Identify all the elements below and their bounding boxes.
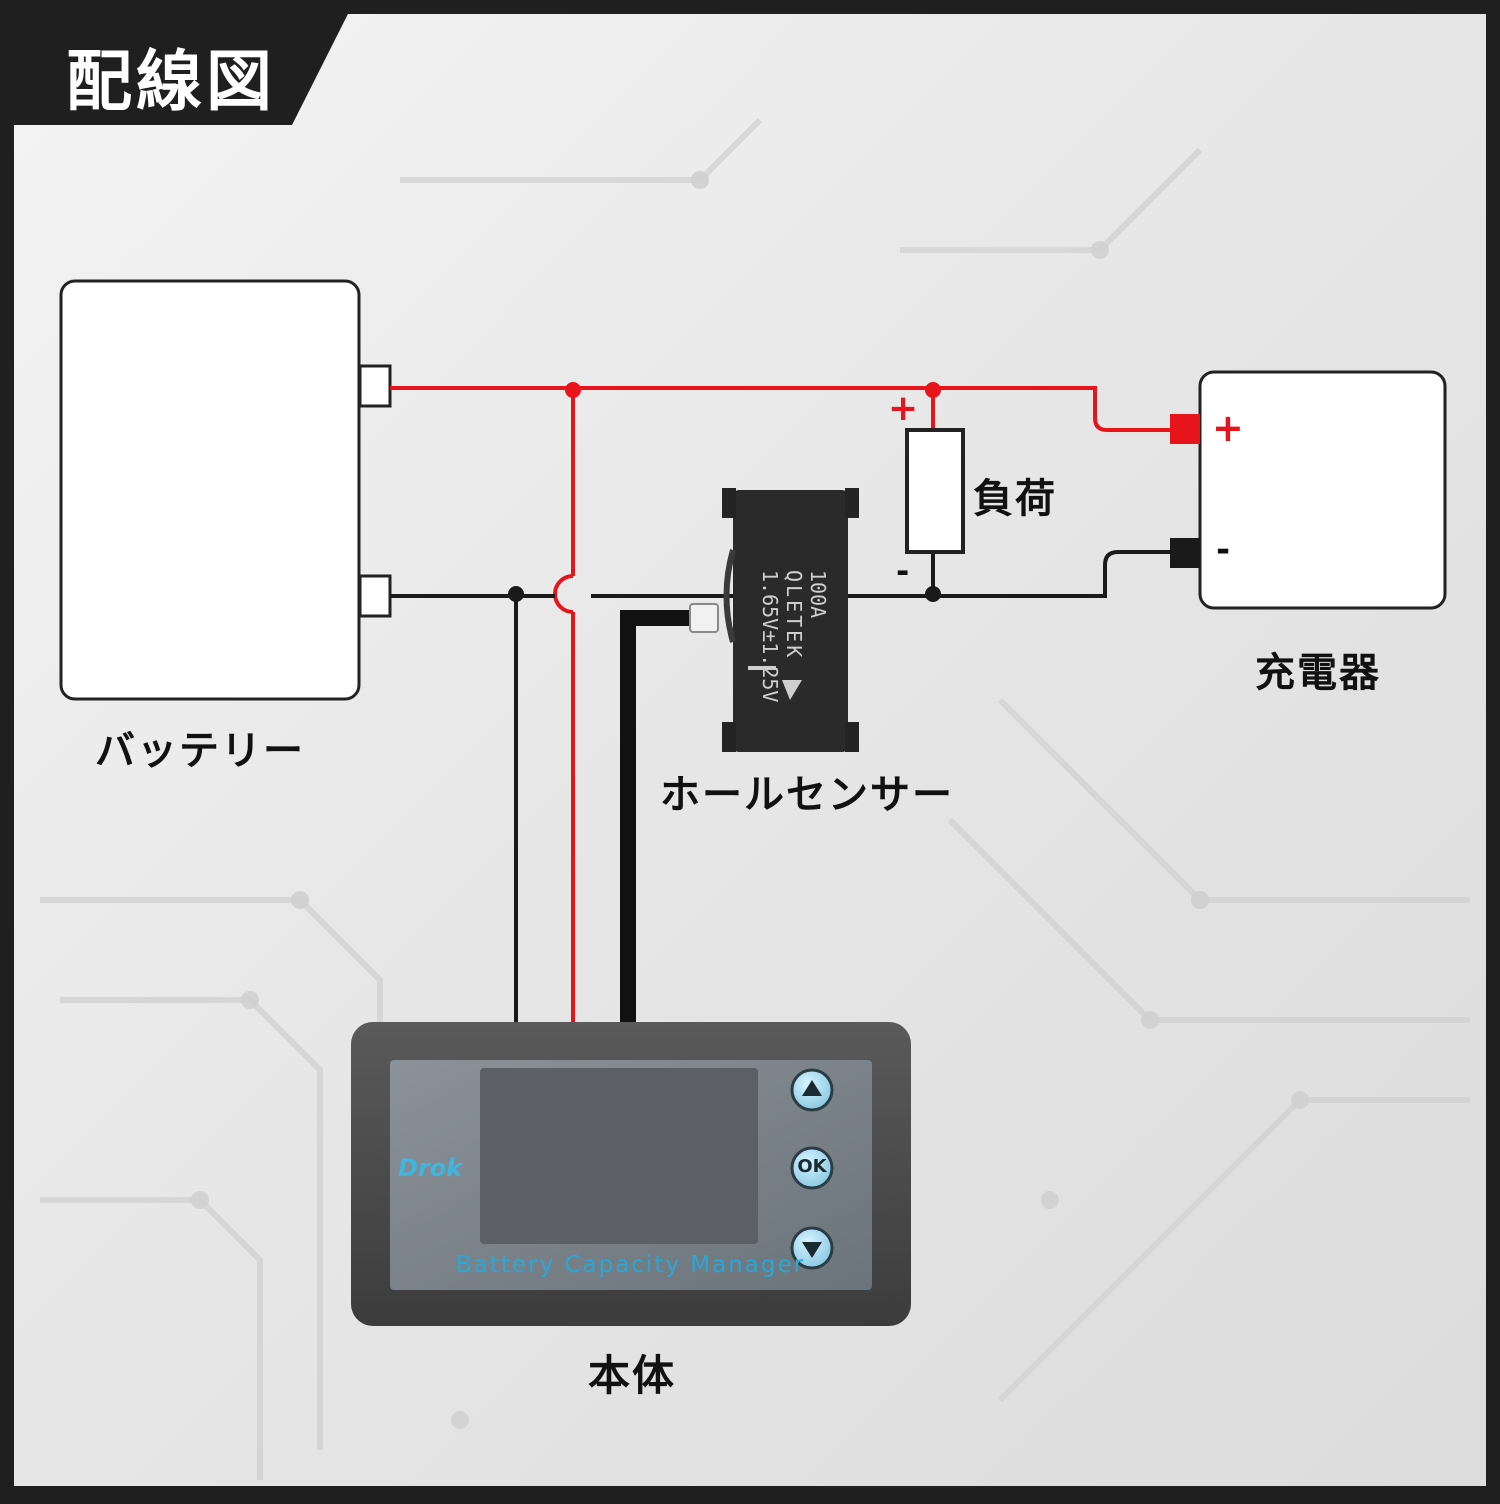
title-tab — [0, 0, 355, 125]
device-caption: Battery Capacity Manager — [456, 1252, 806, 1278]
charger-terminal-minus — [1170, 538, 1200, 568]
label-battery: バッテリー — [95, 728, 305, 774]
sensor-rating: 100A — [806, 570, 830, 619]
charger-box — [1198, 370, 1447, 610]
label-load: 負荷 — [973, 476, 1057, 522]
device-brand-logo: Drok — [398, 1154, 463, 1182]
battery-terminal-plus — [358, 364, 392, 408]
label-hall-sensor: ホールセンサー — [660, 772, 954, 818]
negative-wire — [390, 550, 1170, 1022]
battery-terminal-minus — [358, 574, 392, 618]
label-main-unit: 本体 — [588, 1351, 677, 1400]
lcd-screen — [480, 1068, 758, 1244]
up-arrow-icon — [802, 1080, 822, 1096]
charger-minus-sign: - — [1216, 530, 1231, 570]
charger-terminal-plus — [1170, 414, 1200, 444]
sensor-brand: QLETEK — [782, 570, 806, 661]
battery-box — [59, 279, 361, 701]
down-arrow-icon — [802, 1242, 822, 1258]
ok-button-label: OK — [797, 1156, 827, 1177]
page-title: 配線図 — [66, 43, 276, 120]
charger-plus-sign: + — [1212, 406, 1244, 450]
sensor-cable — [620, 610, 702, 1022]
main-unit — [351, 1022, 911, 1326]
positive-wire — [390, 386, 1170, 1022]
sensor-connector — [689, 603, 719, 633]
load-minus-sign: - — [896, 552, 910, 590]
hall-sensor — [722, 488, 859, 752]
negative-junction-1 — [508, 586, 524, 602]
positive-junction-1 — [565, 382, 581, 398]
negative-junction-2 — [925, 586, 941, 602]
button-ok — [790, 1146, 834, 1190]
circuit-pads — [191, 171, 1309, 1429]
load-resistor — [905, 428, 965, 554]
label-charger: 充電器 — [1255, 650, 1381, 696]
load-plus-sign: + — [888, 388, 919, 429]
sensor-spec: 1.65V±1.25V — [758, 570, 782, 703]
positive-junction-2 — [925, 382, 941, 398]
sensor-printing: 100A QLETEK 1.65V±1.25V — [758, 570, 830, 702]
